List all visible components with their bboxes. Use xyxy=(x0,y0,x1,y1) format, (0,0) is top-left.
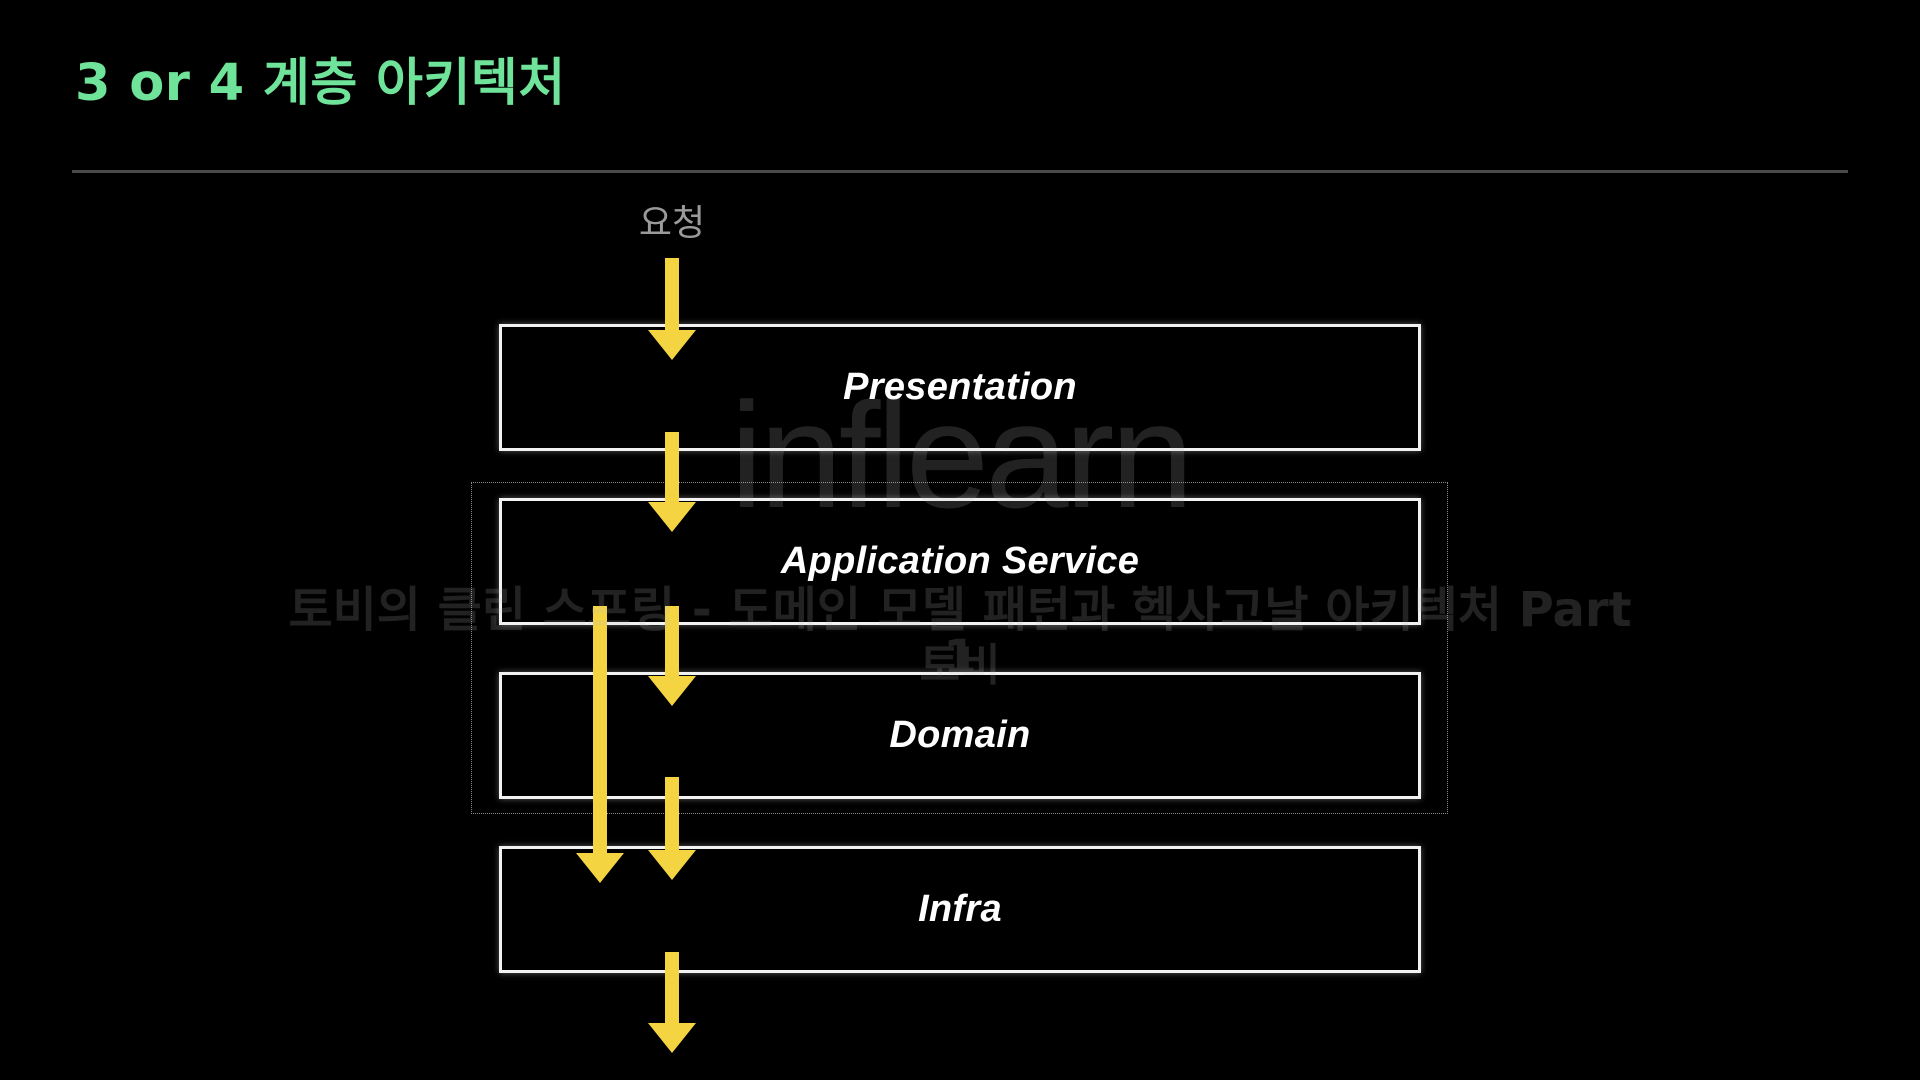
layer-label-presentation: Presentation xyxy=(843,366,1077,408)
layer-label-application-service: Application Service xyxy=(780,540,1140,582)
layer-domain: Domain xyxy=(499,672,1421,799)
title-divider xyxy=(72,170,1848,173)
application-domain-group-box xyxy=(471,482,1448,814)
layer-presentation: Presentation xyxy=(499,324,1421,451)
layer-label-domain: Domain xyxy=(889,714,1031,756)
layer-infra: Infra xyxy=(499,846,1421,973)
request-label: 요청 xyxy=(638,203,706,244)
layer-application-service: Application Service xyxy=(499,498,1421,625)
slide-title: 3 or 4 계층 아키텍처 xyxy=(75,54,566,113)
layer-label-infra: Infra xyxy=(918,888,1002,930)
